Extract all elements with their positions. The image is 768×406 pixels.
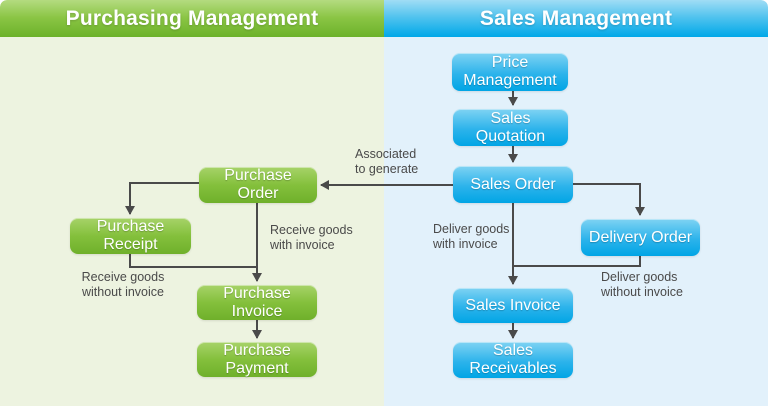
sales-header: Sales Management — [384, 0, 768, 37]
node-purchase-receipt: Purchase Receipt — [70, 218, 191, 254]
purchasing-header: Purchasing Management — [0, 0, 384, 37]
label-deliver-goods-with-invoice: Deliver goods with invoice — [433, 222, 510, 251]
node-price-management: Price Management — [452, 53, 568, 91]
node-delivery-order: Delivery Order — [581, 219, 700, 256]
sales-panel — [384, 37, 768, 406]
node-sales-invoice: Sales Invoice — [453, 288, 573, 323]
node-purchase-invoice: Purchase Invoice — [197, 285, 317, 320]
node-sales-receivables: Sales Receivables — [453, 342, 573, 378]
label-receive-goods-with-invoice: Receive goods with invoice — [270, 223, 353, 252]
node-purchase-order: Purchase Order — [199, 167, 317, 203]
node-purchase-payment: Purchase Payment — [197, 342, 317, 377]
node-sales-order: Sales Order — [453, 166, 573, 203]
node-sales-quotation: Sales Quotation — [453, 109, 568, 146]
label-deliver-goods-without-invoice: Deliver goods without invoice — [601, 270, 683, 299]
label-receive-goods-without-invoice: Receive goods without invoice — [81, 270, 165, 299]
purchasing-panel — [0, 37, 384, 406]
label-associated-to-generate: Associated to generate — [355, 147, 419, 176]
